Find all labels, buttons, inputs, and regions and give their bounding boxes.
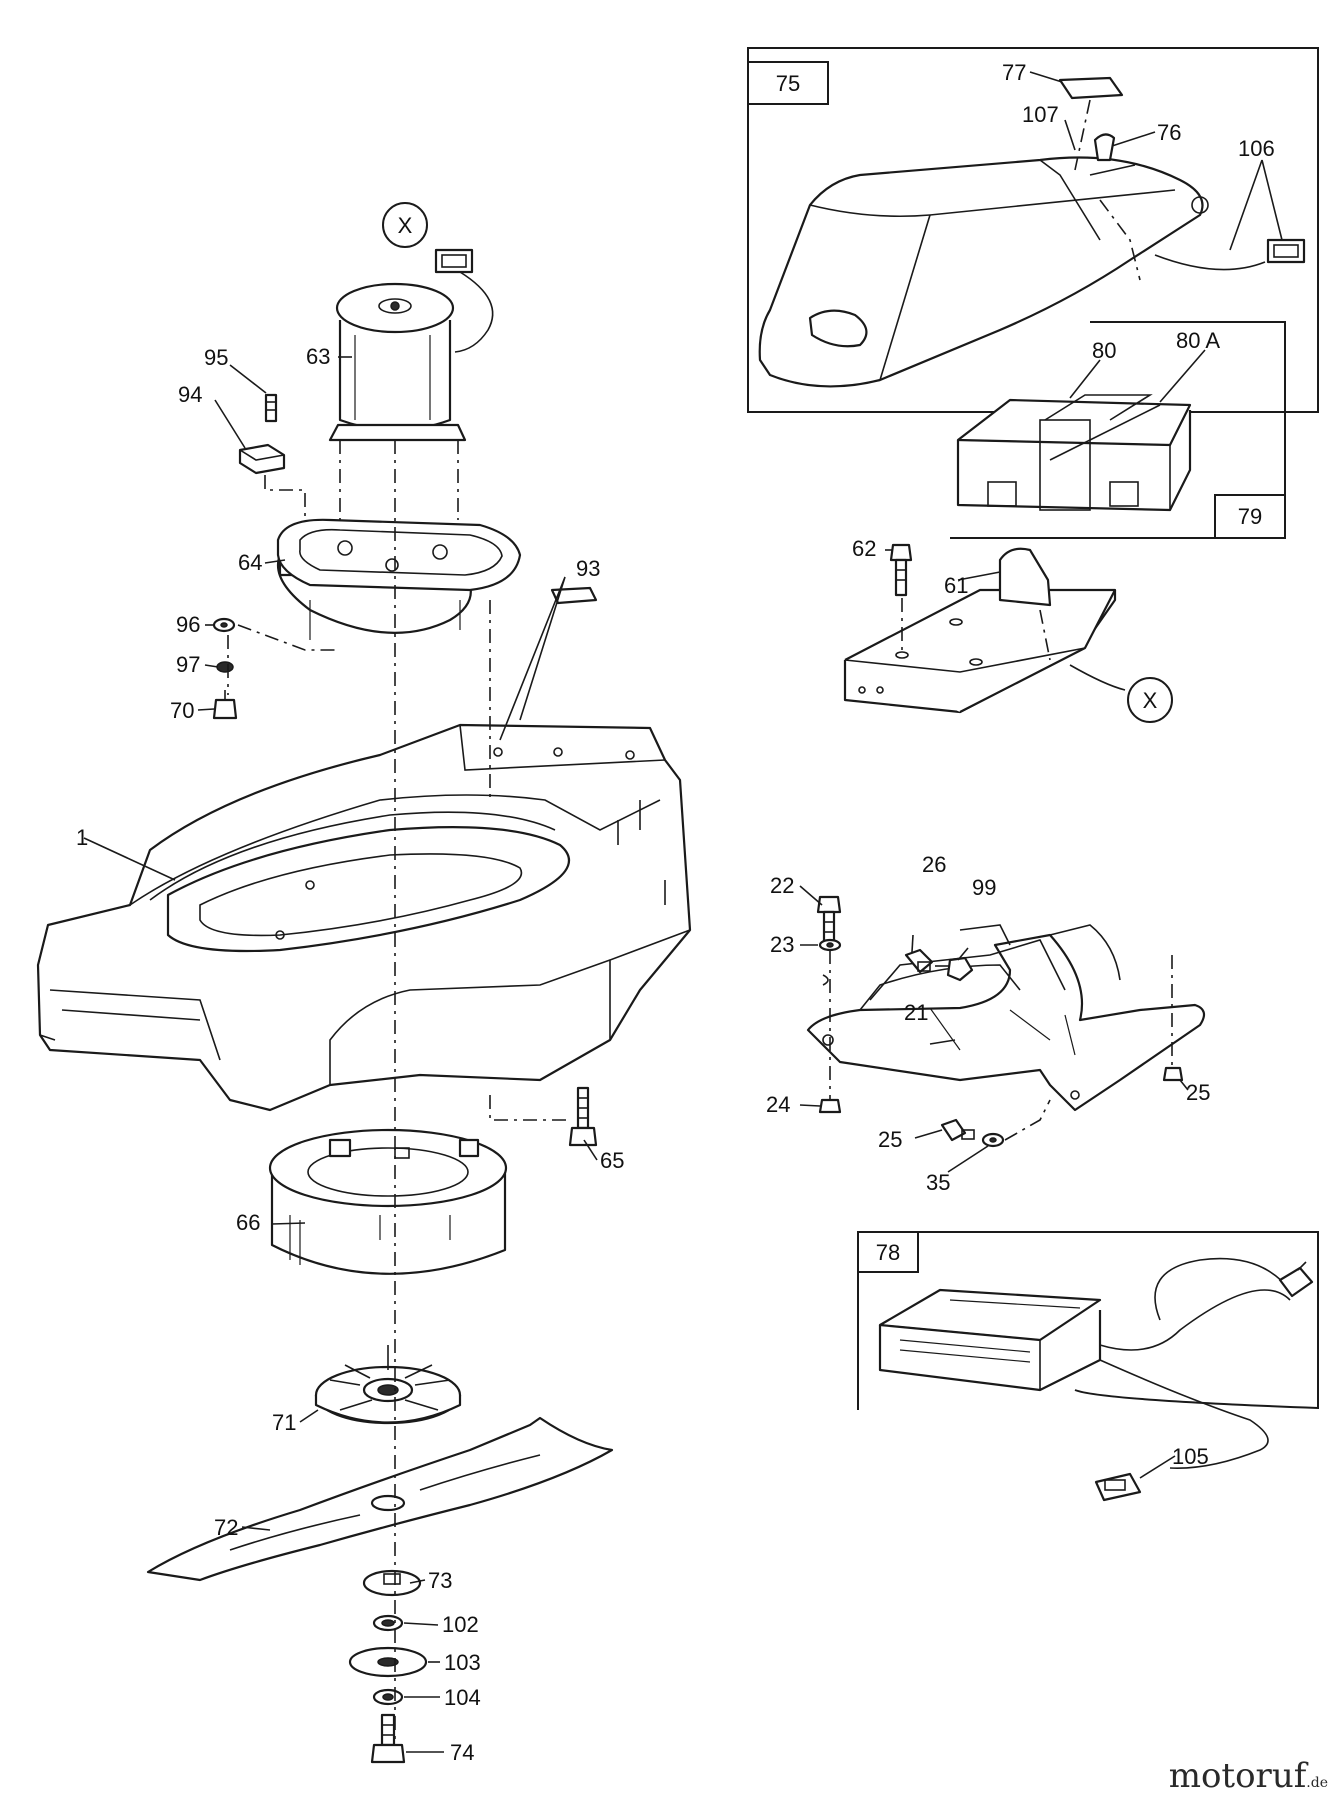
label-part-66: 66 xyxy=(236,1210,260,1235)
axis-cover xyxy=(1099,199,1141,281)
part-number-labels: 1 95 94 63 64 96 97 70 93 65 66 71 72 73… xyxy=(76,60,1275,1765)
connector-marker-right: X xyxy=(1127,677,1173,723)
label-part-106: 106 xyxy=(1238,136,1275,161)
motor-housing-ring xyxy=(268,1128,508,1275)
watermark-logo: motoruf.de xyxy=(1168,1756,1328,1796)
nut-99 xyxy=(946,956,974,982)
label-part-72: 72 xyxy=(214,1515,238,1540)
label-part-64: 64 xyxy=(238,550,262,575)
label-part-93: 93 xyxy=(576,556,600,581)
label-part-70: 70 xyxy=(170,698,194,723)
label-part-96: 96 xyxy=(176,612,200,637)
label-part-35: 35 xyxy=(926,1170,950,1195)
connector-marker-top: X xyxy=(382,202,428,248)
label-part-102: 102 xyxy=(442,1612,479,1637)
label-part-76: 76 xyxy=(1157,120,1181,145)
label-part-24: 24 xyxy=(766,1092,790,1117)
blade xyxy=(146,1416,614,1582)
label-part-103: 103 xyxy=(444,1650,481,1675)
axis-clip xyxy=(264,475,306,520)
cover-cable xyxy=(1154,238,1306,271)
label-part-107: 107 xyxy=(1022,102,1059,127)
label-part-21: 21 xyxy=(904,1000,928,1025)
switch-box xyxy=(843,547,1126,714)
label-part-80a: 80 A xyxy=(1176,328,1220,353)
label-part-71: 71 xyxy=(272,1410,296,1435)
label-part-23: 23 xyxy=(770,932,794,957)
leader-lines xyxy=(83,71,1283,1753)
nut-24 xyxy=(818,1098,842,1114)
screw-25-right xyxy=(1162,1066,1184,1082)
safety-key xyxy=(1093,133,1116,162)
cover xyxy=(758,156,1209,388)
label-part-95: 95 xyxy=(204,345,228,370)
svg-text:79: 79 xyxy=(1238,504,1262,529)
washer-104 xyxy=(372,1688,404,1706)
nut-102 xyxy=(372,1614,404,1632)
label-part-80: 80 xyxy=(1092,338,1116,363)
label-part-62: 62 xyxy=(852,536,876,561)
axis-plate xyxy=(1074,99,1091,171)
charger xyxy=(878,1257,1314,1502)
label-part-74: 74 xyxy=(450,1740,474,1765)
label-part-105: 105 xyxy=(1172,1444,1209,1469)
washer-23 xyxy=(818,938,842,952)
label-part-77: 77 xyxy=(1002,60,1026,85)
svg-text:75: 75 xyxy=(776,71,800,96)
washer-97 xyxy=(216,661,234,673)
label-part-26: 26 xyxy=(922,852,946,877)
label-part-25-bottom: 25 xyxy=(878,1127,902,1152)
motor xyxy=(328,282,467,442)
washer-35 xyxy=(981,1132,1005,1148)
label-part-61: 61 xyxy=(944,573,968,598)
switch-bolt xyxy=(889,543,913,597)
screw-22 xyxy=(816,895,842,944)
screw-25-bottom xyxy=(940,1118,975,1142)
break-mark xyxy=(822,974,829,986)
group-box-78: 78 xyxy=(857,1231,1319,1410)
axis-switch-key xyxy=(1039,609,1051,661)
label-part-65: 65 xyxy=(600,1148,624,1173)
svg-text:78: 78 xyxy=(876,1240,900,1265)
label-part-63: 63 xyxy=(306,344,330,369)
blade-guard xyxy=(806,924,1206,1112)
cable-clip xyxy=(238,443,286,475)
nut-70 xyxy=(212,690,238,720)
axis-guard-bottom xyxy=(1004,1099,1051,1141)
bolt-26 xyxy=(904,948,934,974)
mower-deck xyxy=(36,723,692,1112)
label-part-99: 99 xyxy=(972,875,996,900)
label-part-25-right: 25 xyxy=(1186,1080,1210,1105)
svg-text:X: X xyxy=(398,213,413,238)
label-part-73: 73 xyxy=(428,1568,452,1593)
disk-103 xyxy=(348,1646,428,1678)
key-plate xyxy=(1058,76,1124,100)
motor-bracket xyxy=(276,518,522,640)
label-part-94: 94 xyxy=(178,382,202,407)
screw xyxy=(264,393,278,423)
axis-deck-screw xyxy=(489,1095,572,1121)
label-part-97: 97 xyxy=(176,652,200,677)
washer-96 xyxy=(212,617,236,633)
label-part-1: 1 xyxy=(76,825,88,850)
axis-washer xyxy=(237,624,340,651)
label-part-22: 22 xyxy=(770,873,794,898)
battery xyxy=(956,394,1192,512)
blade-washer-73 xyxy=(362,1569,422,1597)
svg-text:X: X xyxy=(1143,688,1158,713)
motor-plug xyxy=(434,248,494,353)
label-part-104: 104 xyxy=(444,1685,481,1710)
deck-screw xyxy=(568,1086,598,1147)
fan-wheel xyxy=(314,1345,462,1425)
bolt-74 xyxy=(370,1713,406,1764)
group-box-79: 79 xyxy=(950,321,1286,539)
